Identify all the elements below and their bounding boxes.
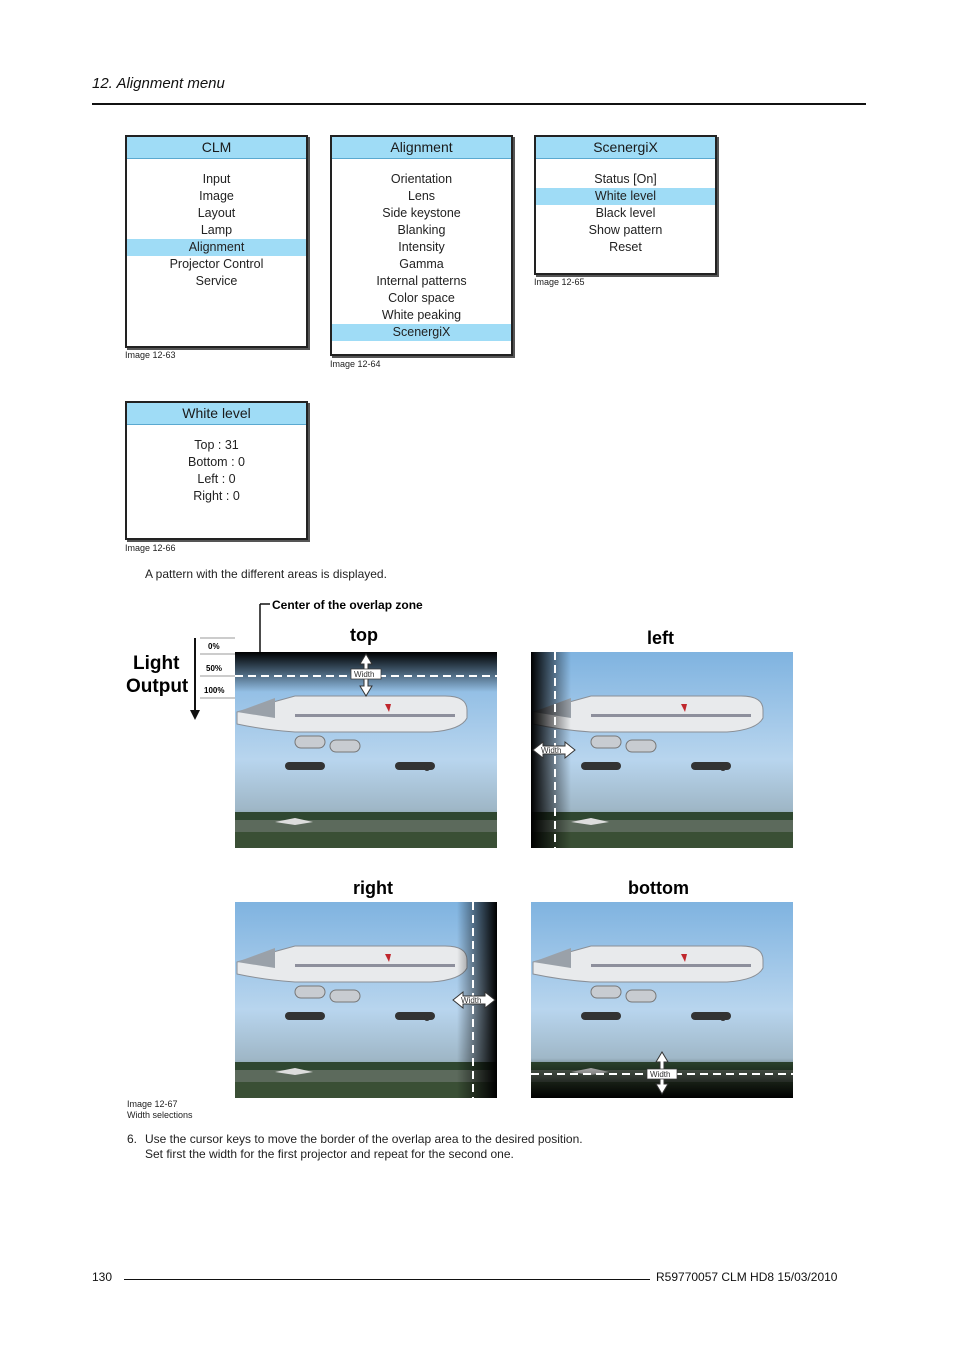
header-rule xyxy=(92,103,866,105)
width-label-bottom: Width xyxy=(650,1070,670,1079)
scale-0: 0% xyxy=(208,642,220,651)
step-line-1: Use the cursor keys to move the border o… xyxy=(145,1132,583,1146)
menu-title: White level xyxy=(127,403,306,425)
width-label-right: Width xyxy=(461,996,481,1005)
menu-item[interactable]: White peaking xyxy=(381,308,462,322)
panel-left: Width xyxy=(530,651,794,849)
menu-item[interactable]: Right : 0 xyxy=(193,489,240,503)
menu-item[interactable]: Side keystone xyxy=(382,206,461,220)
menu-item[interactable]: Orientation xyxy=(390,172,453,186)
menu-item[interactable]: Service xyxy=(195,274,238,288)
figure-caption-title: Width selections xyxy=(127,1110,193,1120)
width-selection-figure: Center of the overlap zone Light Output … xyxy=(126,598,794,1099)
menu-item[interactable]: Blanking xyxy=(397,223,446,237)
caption: Image 12-66 xyxy=(125,543,176,553)
caption: Image 12-63 xyxy=(125,350,176,360)
menu-item[interactable]: Reset xyxy=(609,240,642,254)
width-label-left: Width xyxy=(541,746,561,755)
panel-top: Width xyxy=(234,651,498,849)
menu-item[interactable]: Image xyxy=(199,189,234,203)
menu-item[interactable]: Color space xyxy=(388,291,455,305)
footer-rule xyxy=(124,1279,650,1280)
menu-item[interactable]: Alignment xyxy=(127,239,306,256)
menu-item[interactable]: Internal patterns xyxy=(376,274,467,288)
panel-label-top: top xyxy=(350,625,378,645)
menu-title: Alignment xyxy=(332,137,511,159)
caption: Image 12-65 xyxy=(534,277,585,287)
scale-50: 50% xyxy=(206,664,222,673)
menu-item[interactable]: White level xyxy=(536,188,715,205)
page-number: 130 xyxy=(92,1270,113,1284)
menu-item[interactable]: Show pattern xyxy=(588,223,663,237)
caption: Image 12-64 xyxy=(330,359,381,369)
intro-text: A pattern with the different areas is di… xyxy=(145,567,387,581)
menu-item[interactable]: Status [On] xyxy=(594,172,657,186)
step-number: 6. xyxy=(127,1132,138,1146)
step-line-2: Set first the width for the first projec… xyxy=(145,1147,514,1161)
menu-item[interactable]: Top : 31 xyxy=(194,438,239,452)
menu-item[interactable]: Intensity xyxy=(398,240,445,254)
document-reference: R59770057 CLM HD8 15/03/2010 xyxy=(656,1270,838,1284)
light-output-line2: Output xyxy=(126,676,189,697)
menu-item[interactable]: Input xyxy=(202,172,231,186)
menu-item[interactable]: Lamp xyxy=(200,223,233,237)
panel-label-right: right xyxy=(353,878,393,898)
light-output-line1: Light xyxy=(133,653,180,674)
menu-item[interactable]: Bottom : 0 xyxy=(188,455,245,469)
menu-items: Top : 31 Bottom : 0 Left : 0 Right : 0 xyxy=(127,437,306,505)
menu-title: ScenergiX xyxy=(536,137,715,159)
menu-item[interactable]: Layout xyxy=(197,206,236,220)
figure-caption-number: Image 12-67 xyxy=(127,1099,178,1109)
width-label-top: Width xyxy=(354,670,374,679)
panel-label-bottom: bottom xyxy=(628,878,689,898)
panel-label-left: left xyxy=(647,628,674,648)
panel-right: Width xyxy=(234,901,498,1099)
menu-item[interactable]: Lens xyxy=(407,189,436,203)
center-label: Center of the overlap zone xyxy=(272,598,423,612)
scale-100: 100% xyxy=(204,686,224,695)
menu-item[interactable]: Gamma xyxy=(399,257,444,271)
panel-bottom: Width xyxy=(530,901,794,1099)
menu-item[interactable]: Projector Control xyxy=(169,257,264,271)
menu-item[interactable]: Black level xyxy=(595,206,656,220)
menu-title: CLM xyxy=(127,137,306,159)
white-level-menu: White level Top : 31 Bottom : 0 Left : 0 Ri… xyxy=(125,401,308,540)
section-title: 12. Alignment menu xyxy=(92,75,225,92)
menu-item[interactable]: ScenergiX xyxy=(332,324,511,341)
menu-item[interactable]: Left : 0 xyxy=(197,472,236,486)
